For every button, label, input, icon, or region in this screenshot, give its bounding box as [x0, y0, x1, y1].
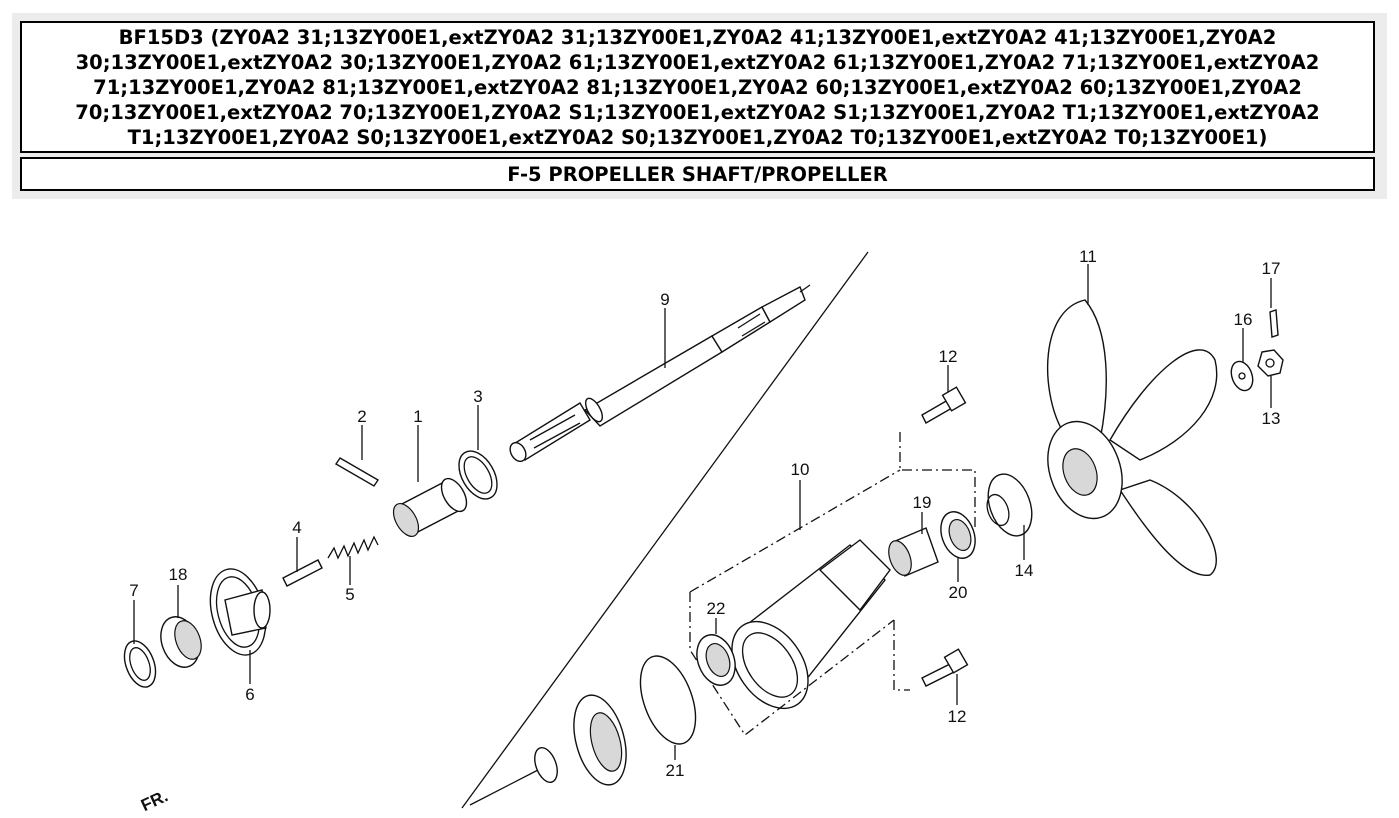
callout-3: 3 — [473, 387, 482, 406]
callout-14: 14 — [1015, 561, 1034, 580]
callout-20: 20 — [949, 583, 968, 602]
model-title: BF15D3 (ZY0A2 31;13ZY00E1,extZY0A2 31;13… — [75, 25, 1320, 149]
bolt-upper-part[interactable] — [921, 386, 967, 424]
section-title: F-5 PROPELLER SHAFT/PROPELLER — [507, 162, 888, 186]
corner-fragment-text: FR. — [138, 786, 171, 815]
callout-21: 21 — [666, 761, 685, 780]
callout-5: 5 — [345, 585, 354, 604]
clutch-shifter-part[interactable] — [388, 474, 471, 540]
callout-17: 17 — [1262, 259, 1281, 278]
divider-line-2 — [469, 769, 539, 806]
bearing-holder-part[interactable] — [716, 539, 891, 723]
forward-gear-part[interactable] — [201, 563, 274, 661]
callout-12-lower: 12 — [948, 707, 967, 726]
ring-part[interactable] — [451, 444, 505, 505]
group-bracket-diag — [689, 469, 901, 593]
bolt-lower-part[interactable] — [921, 648, 969, 687]
callout-10: 10 — [791, 460, 810, 479]
callout-7: 7 — [129, 581, 138, 600]
propeller-part[interactable] — [1035, 299, 1218, 576]
shaft-pin-part[interactable] — [282, 559, 323, 587]
callout-13: 13 — [1262, 409, 1281, 428]
divider-line — [461, 251, 869, 809]
washer-part[interactable] — [119, 637, 162, 692]
group-bracket-right — [893, 620, 910, 691]
thrust-washer-part[interactable] — [530, 745, 561, 786]
group-bracket-top — [899, 432, 976, 530]
section-title-box: F-5 PROPELLER SHAFT/PROPELLER — [20, 157, 1375, 191]
cotter-pin-part[interactable] — [1269, 309, 1279, 338]
o-ring-part[interactable] — [630, 649, 707, 752]
callout-19: 19 — [913, 493, 932, 512]
callout-22: 22 — [707, 599, 726, 618]
needle-bearing-part[interactable] — [884, 527, 939, 578]
reverse-gear-part[interactable] — [565, 689, 635, 790]
nut-part[interactable] — [1257, 349, 1284, 377]
pin-part[interactable] — [335, 457, 379, 487]
washer-16-part[interactable] — [1227, 358, 1256, 393]
bearing-part[interactable] — [154, 611, 206, 672]
callout-6: 6 — [245, 685, 254, 704]
spacer-part[interactable] — [980, 468, 1039, 542]
bearing-20-part[interactable] — [935, 507, 981, 563]
callout-9: 9 — [660, 290, 669, 309]
model-title-box: BF15D3 (ZY0A2 31;13ZY00E1,extZY0A2 31;13… — [20, 21, 1375, 153]
callout-12-upper: 12 — [939, 347, 958, 366]
callout-2: 2 — [357, 407, 366, 426]
bearing-22-part[interactable] — [690, 629, 742, 690]
callout-11: 11 — [1079, 247, 1097, 266]
callout-18: 18 — [169, 565, 188, 584]
callout-16: 16 — [1234, 310, 1253, 329]
propeller-shaft-part[interactable] — [507, 284, 811, 464]
callout-4: 4 — [292, 518, 301, 537]
group-bracket-left — [689, 592, 895, 736]
callout-1: 1 — [413, 407, 422, 426]
spring-part[interactable] — [327, 535, 379, 560]
leader-lines — [133, 264, 1272, 760]
header-panel: BF15D3 (ZY0A2 31;13ZY00E1,extZY0A2 31;13… — [12, 13, 1387, 199]
